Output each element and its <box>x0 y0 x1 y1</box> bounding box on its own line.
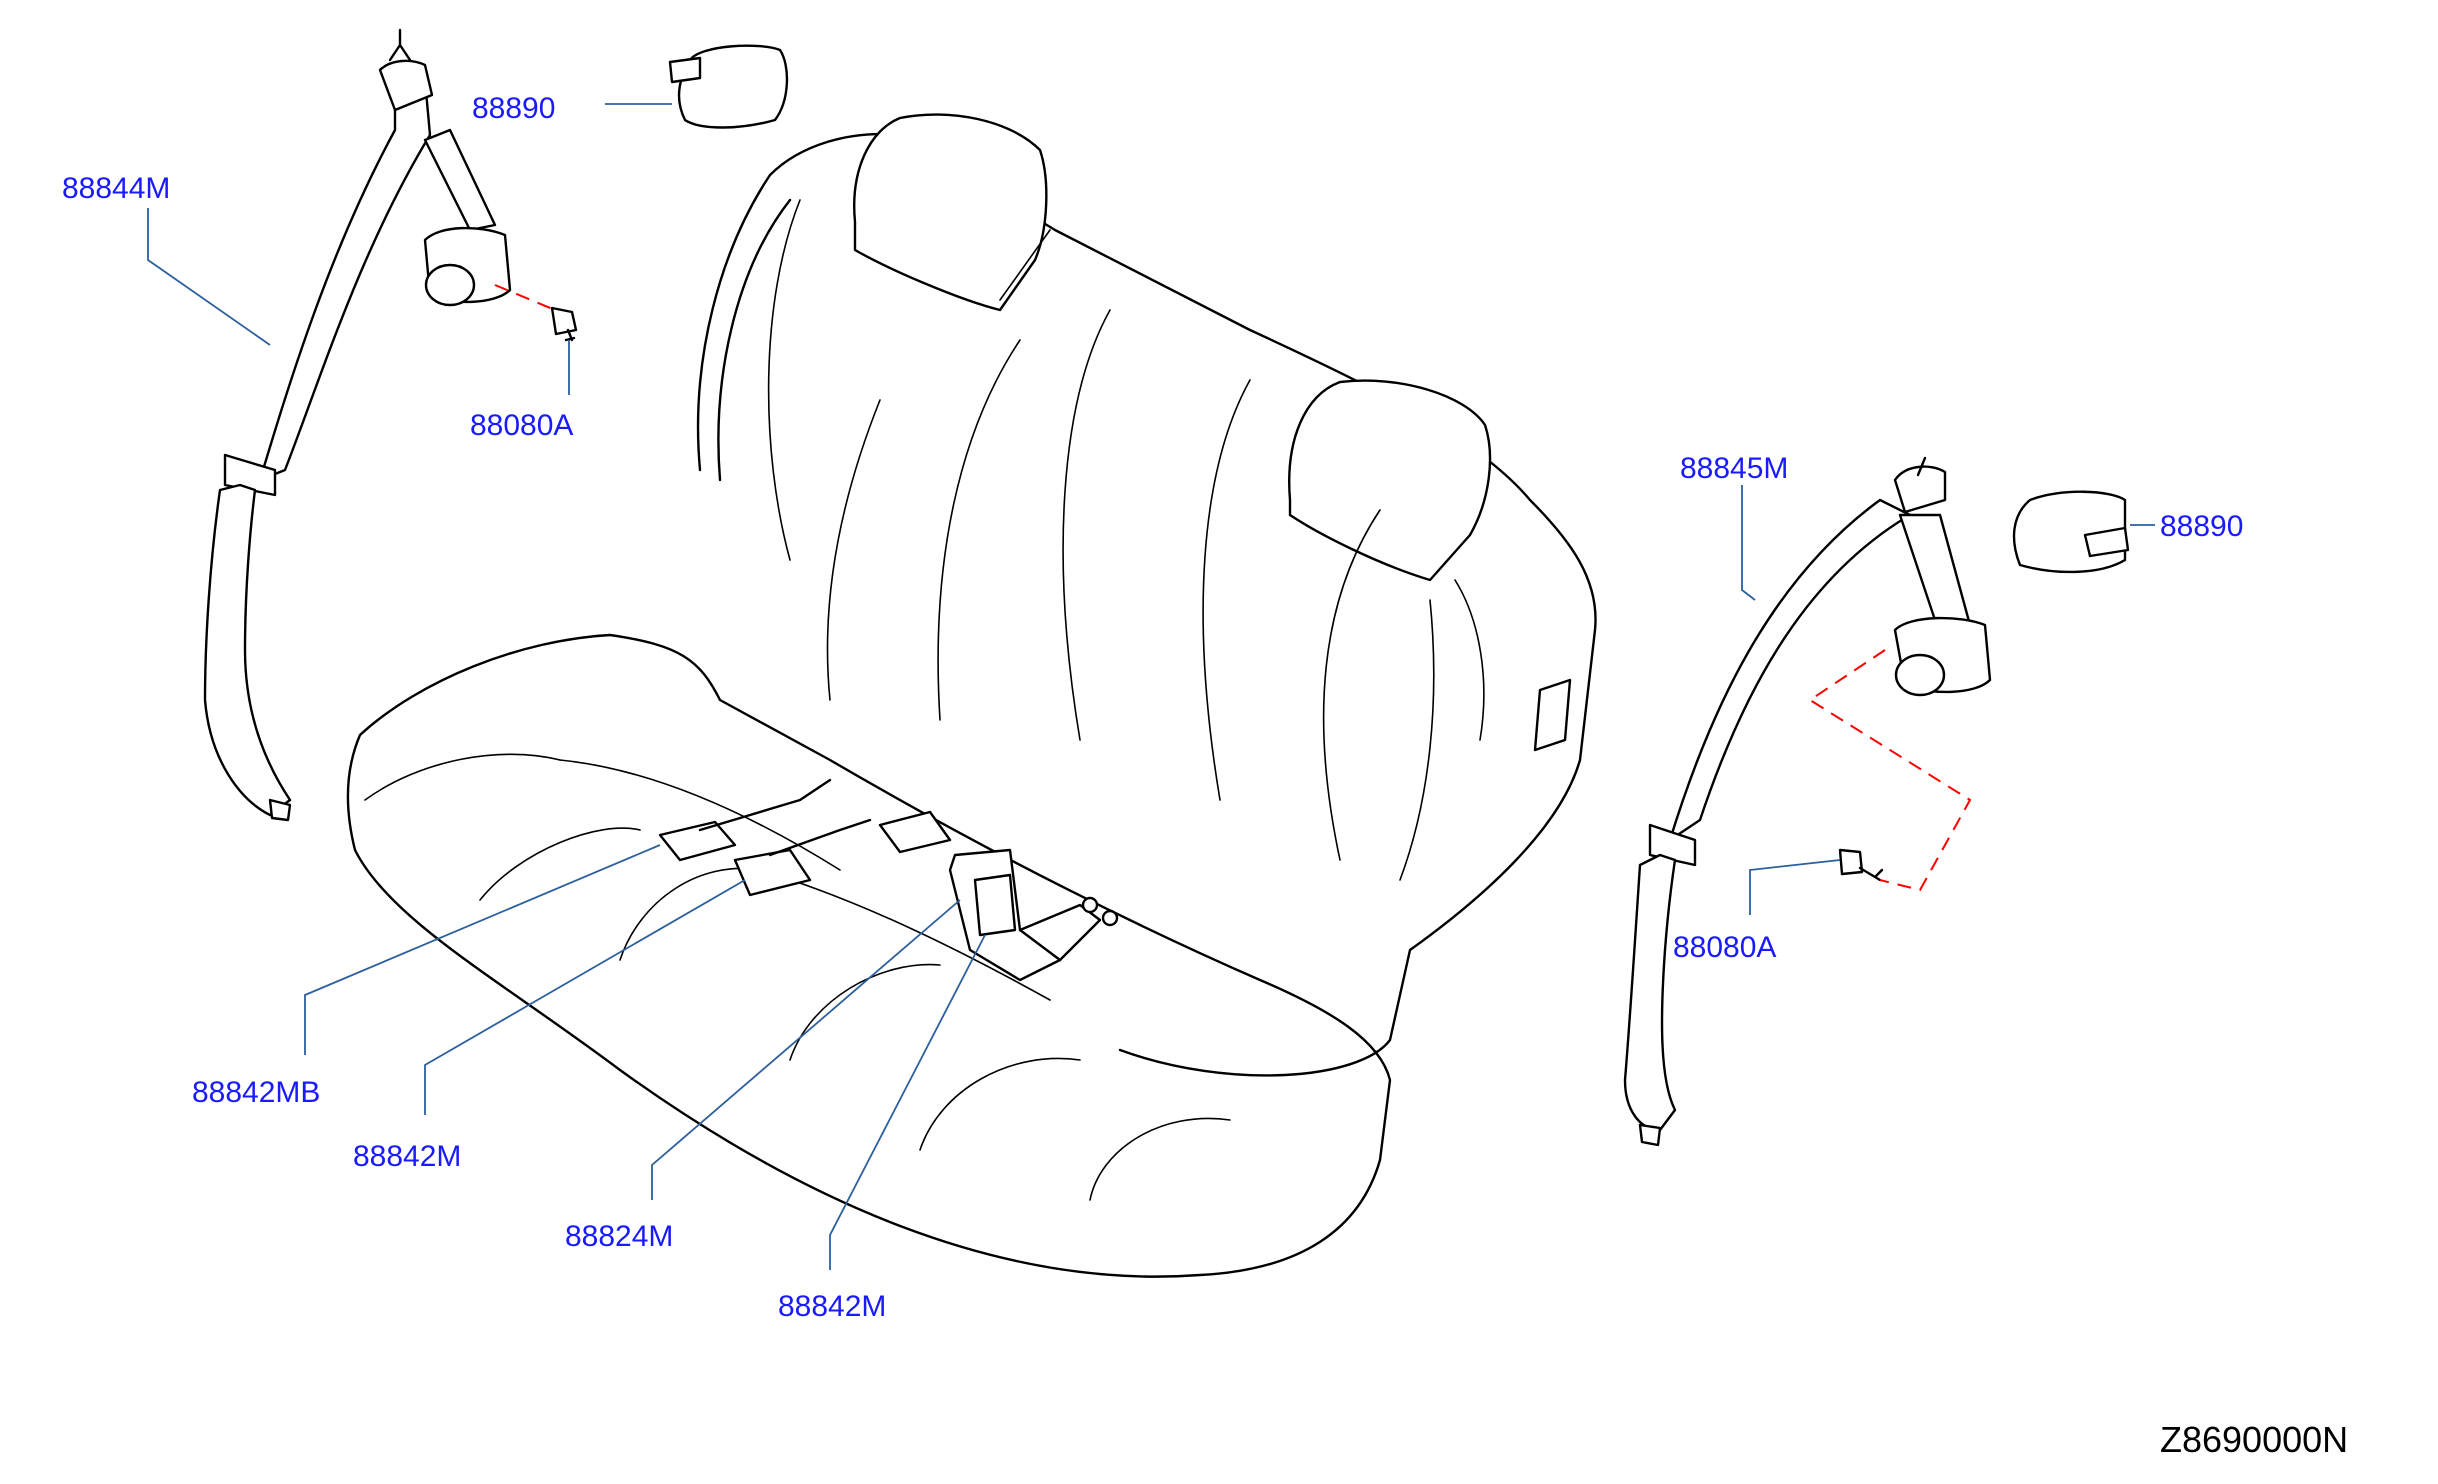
label-88842M-a: 88842M <box>353 1140 461 1173</box>
label-88080A-left: 88080A <box>470 409 573 442</box>
cover-88890-right <box>2012 490 2130 574</box>
center-buckles <box>658 778 1119 982</box>
label-88845M: 88845M <box>1680 452 1788 485</box>
label-88890-right: 88890 <box>2160 510 2243 543</box>
label-88890-top: 88890 <box>472 92 555 125</box>
hidden-line-left-bolt <box>494 284 556 311</box>
part-labels: 88890 88844M 88080A 88845M 88890 88080A … <box>62 92 2243 1323</box>
label-88824M: 88824M <box>565 1220 673 1253</box>
hidden-line-right-bolt <box>1808 649 1972 892</box>
label-88842M-b: 88842M <box>778 1290 886 1323</box>
diagram-code: Z8690000N <box>2160 1419 2348 1460</box>
right-seat-belt-assembly <box>1623 456 1992 1147</box>
cover-88890-top <box>668 44 789 129</box>
label-88842MB: 88842MB <box>192 1076 320 1109</box>
label-88080A-right: 88080A <box>1673 931 1776 964</box>
rear-seat-drawing <box>346 113 1597 1278</box>
bolt-88080A-left <box>550 306 578 342</box>
label-88844M: 88844M <box>62 172 170 205</box>
left-seat-belt-assembly <box>203 28 578 822</box>
bolt-88080A-right <box>1838 848 1884 882</box>
leader-lines <box>147 103 2155 1270</box>
